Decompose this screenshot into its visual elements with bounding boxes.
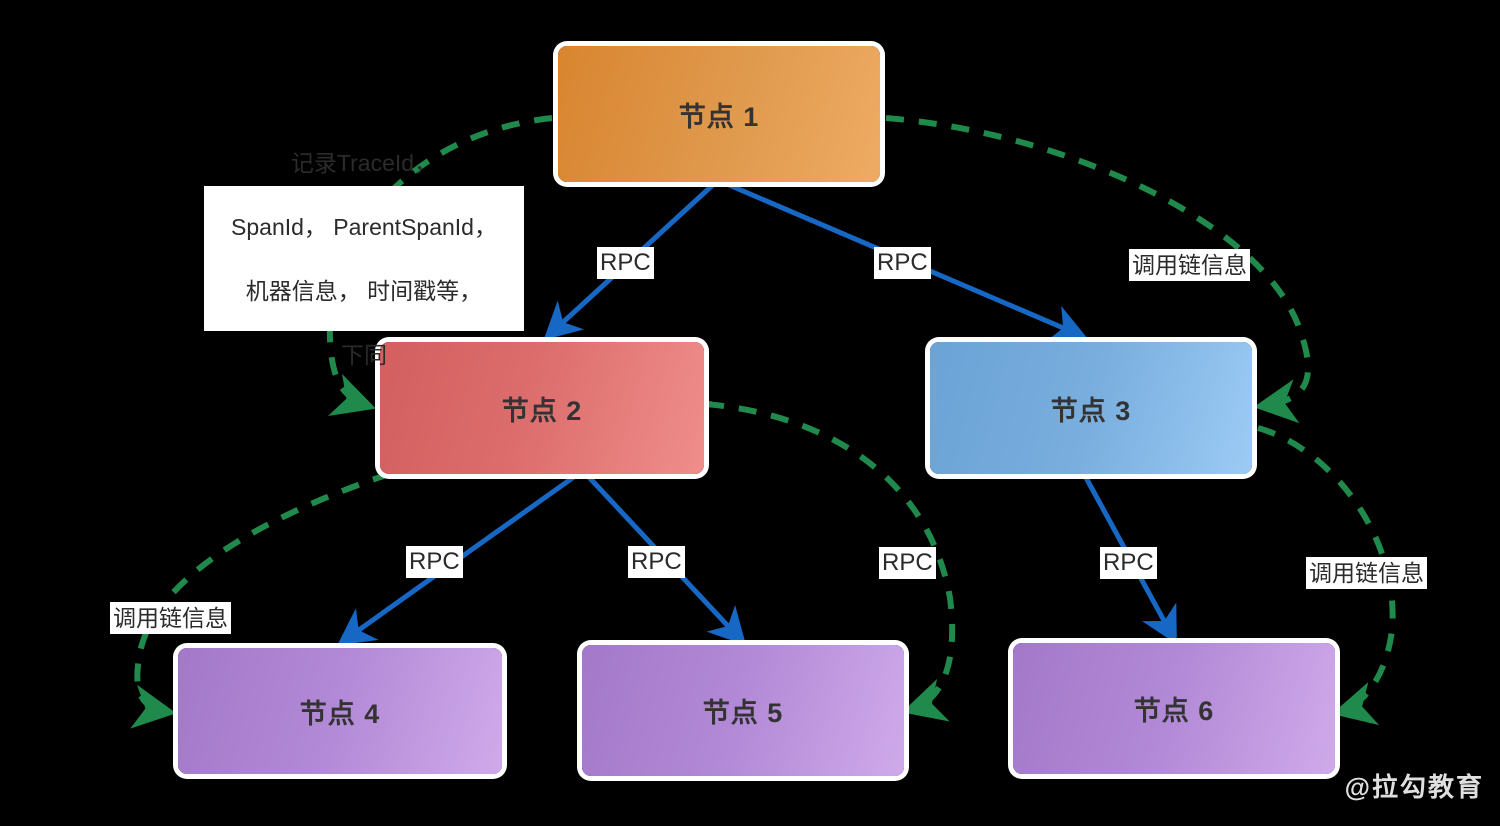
node-label: 节点 2: [501, 395, 583, 426]
edge-label-trace-node2-node4: 调用链信息: [110, 602, 231, 634]
note-text: 记录TraceId， SpanId， ParentSpanId， 机器信息， 时…: [219, 147, 509, 371]
node-node5[interactable]: 节点 5: [582, 645, 904, 776]
node-node4[interactable]: 节点 4: [178, 648, 502, 774]
node-node1[interactable]: 节点 1: [558, 46, 880, 182]
edge-label-rpc-node1-node2: RPC: [597, 247, 654, 279]
edge-label-rpc-node2-node5: RPC: [628, 546, 685, 578]
edge-label-rpc-node2-node4: RPC: [406, 546, 463, 578]
node-label: 节点 5: [702, 698, 784, 728]
node-label: 节点 4: [299, 698, 381, 729]
edge-label-rpc-middle-trace: RPC: [879, 547, 936, 579]
note-line-2: SpanId， ParentSpanId，: [231, 213, 497, 240]
node-label: 节点 3: [1050, 395, 1132, 426]
edge-label-trace-node1-node3: 调用链信息: [1129, 249, 1250, 281]
node-node3[interactable]: 节点 3: [930, 342, 1252, 474]
note-line-1: 记录TraceId，: [290, 149, 438, 176]
node-label: 节点 6: [1133, 696, 1215, 726]
trace-edge-node3-node6: [1257, 425, 1396, 726]
edge-label-trace-node3-node6: 调用链信息: [1306, 557, 1427, 589]
watermark: @拉勾教育: [1344, 772, 1484, 802]
trace-fields-note: 记录TraceId， SpanId， ParentSpanId， 机器信息， 时…: [204, 150, 524, 368]
node-label: 节点 1: [678, 101, 760, 132]
trace-edge-node1-node3: [885, 115, 1311, 424]
edge-label-rpc-node3-node6: RPC: [1100, 547, 1157, 579]
edge-label-rpc-node1-node3: RPC: [874, 247, 931, 279]
node-node2[interactable]: 节点 2: [380, 342, 704, 474]
note-line-3: 机器信息， 时间戳等，: [245, 277, 483, 304]
node-node6[interactable]: 节点 6: [1013, 643, 1335, 774]
note-line-4: 下同: [340, 341, 387, 368]
